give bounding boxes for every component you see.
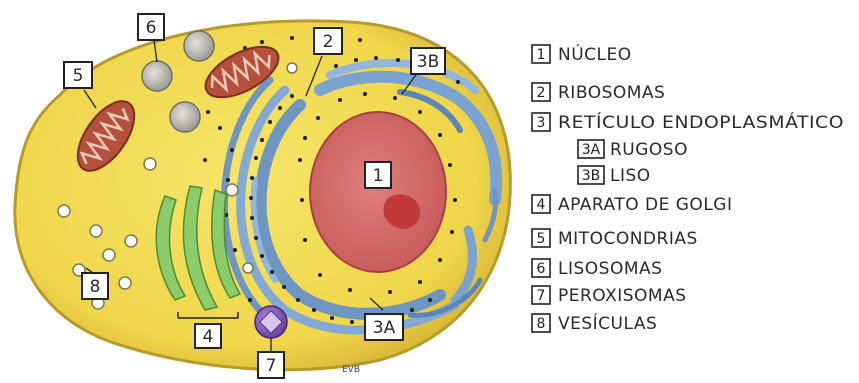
svg-text:2: 2 [537, 85, 546, 101]
legend-item-3: 3 RETÍCULO ENDOPLASMÁTICO [532, 111, 844, 133]
svg-text:1: 1 [373, 166, 384, 186]
svg-text:8: 8 [90, 277, 101, 297]
svg-text:8: 8 [537, 316, 546, 332]
svg-text:5: 5 [73, 66, 84, 86]
svg-text:PEROXISOMAS: PEROXISOMAS [558, 286, 687, 306]
label-box-7: 7 [258, 352, 284, 378]
svg-text:6: 6 [146, 18, 157, 38]
artist-signature: EVB [342, 365, 360, 375]
svg-text:RUGOSO: RUGOSO [610, 140, 688, 160]
svg-text:3B: 3B [417, 52, 439, 72]
label-box-1: 1 [365, 162, 391, 188]
label-box-5: 5 [64, 62, 92, 88]
svg-text:LISO: LISO [610, 166, 651, 186]
nucleus [310, 112, 446, 272]
svg-text:4: 4 [203, 327, 214, 347]
svg-text:3A: 3A [373, 318, 396, 338]
label-box-8: 8 [82, 273, 108, 299]
svg-text:1: 1 [537, 47, 546, 63]
label-box-2: 2 [314, 28, 342, 54]
label-box-3b: 3B [411, 48, 445, 74]
svg-text:7: 7 [266, 356, 277, 376]
label-box-3a: 3A [365, 314, 403, 340]
svg-text:LISOSOMAS: LISOSOMAS [558, 259, 662, 279]
legend-item-5: 5 MITOCONDRIAS [532, 229, 698, 249]
svg-text:3A: 3A [582, 142, 601, 158]
svg-text:3B: 3B [582, 168, 601, 184]
svg-text:NÚCLEO: NÚCLEO [558, 43, 632, 65]
svg-text:MITOCONDRIAS: MITOCONDRIAS [558, 229, 698, 249]
svg-text:6: 6 [537, 261, 546, 277]
svg-text:APARATO DE GOLGI: APARATO DE GOLGI [558, 195, 732, 215]
label-box-6: 6 [138, 14, 164, 40]
svg-text:3: 3 [537, 115, 546, 131]
legend-item-3b: 3B LISO [578, 166, 651, 186]
legend-item-7: 7 PEROXISOMAS [532, 286, 687, 306]
legend-item-4: 4 APARATO DE GOLGI [532, 195, 732, 215]
label-box-4: 4 [195, 324, 221, 348]
legend-item-1: 1 NÚCLEO [532, 43, 632, 65]
legend-item-6: 6 LISOSOMAS [532, 259, 662, 279]
svg-text:RIBOSOMAS: RIBOSOMAS [558, 83, 665, 103]
svg-text:RETÍCULO ENDOPLASMÁTICO: RETÍCULO ENDOPLASMÁTICO [558, 111, 844, 133]
legend-item-3a: 3A RUGOSO [578, 140, 688, 160]
svg-text:5: 5 [537, 231, 546, 247]
svg-text:2: 2 [323, 32, 334, 52]
legend-item-2: 2 RIBOSOMAS [532, 83, 665, 103]
legend-item-8: 8 VESÍCULAS [532, 312, 657, 334]
legend: 1 NÚCLEO 2 RIBOSOMAS 3 RETÍCULO ENDOPLAS… [532, 43, 844, 334]
peroxisome [255, 306, 287, 338]
svg-text:VESÍCULAS: VESÍCULAS [558, 312, 657, 334]
svg-text:7: 7 [537, 288, 546, 304]
svg-text:4: 4 [537, 197, 546, 213]
